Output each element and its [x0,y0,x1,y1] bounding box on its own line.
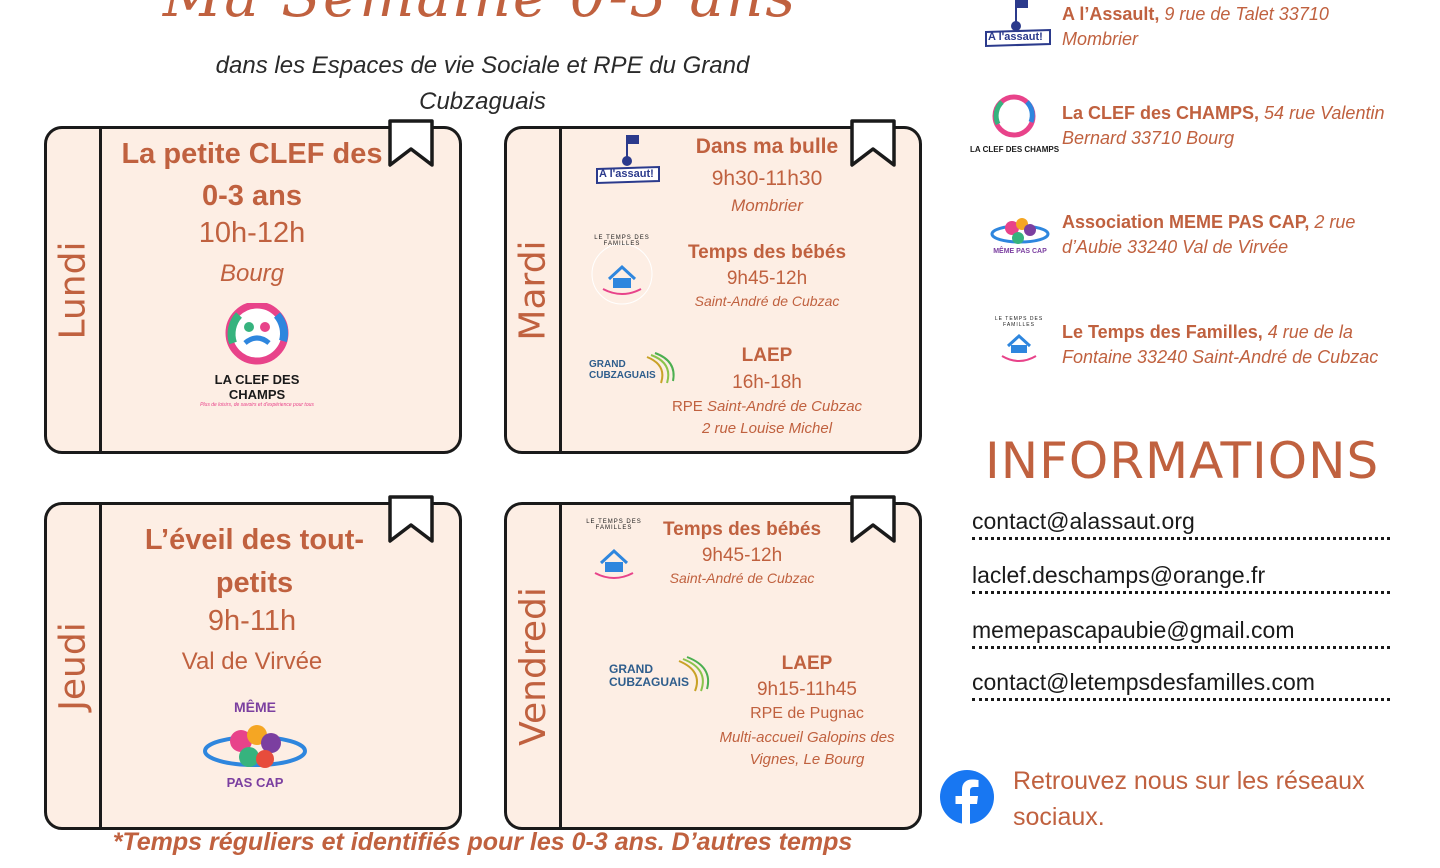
grand-cubzaguais-logo: GRAND CUBZAGUAIS [589,351,679,387]
event-name: La petite CLEF des 0-3 ans [121,138,383,212]
cubzaguais-logo-text: GRAND CUBZAGUAIS [589,359,656,381]
event-hours: 9h45-12h [701,545,783,566]
card-spine [559,505,562,827]
event-place: Saint-André de Cubzac [669,570,815,586]
cubzaguais-logo-text: GRAND CUBZAGUAIS [609,662,689,689]
temps-des-familles-logo: LE TEMPS DES FAMILLES [589,235,655,307]
bookmark-icon [388,119,434,167]
email-link-alassaut[interactable]: contact@alassaut.org [972,508,1390,540]
clef-logo-text: LA CLEF DES CHAMPS [214,372,300,402]
email-link-tempsdesfamilles[interactable]: contact@letempsdesfamilles.com [972,669,1390,701]
temps-des-familles-logo: LE TEMPS DES FAMILLES [579,519,649,593]
day-label-jeudi: Jeudi [52,621,94,711]
meme-pas-cap-logo: MÊME PAS CAP [988,204,1052,262]
event-hours: 16h-18h [732,372,802,393]
email-link-memepascap[interactable]: memepascapaubie@gmail.com [972,617,1390,649]
event-address: 2 rue Louise Michel [701,420,833,437]
event-hours: 9h-11h [207,605,297,637]
event-address: Multi-accueil Galopins des Vignes, Le Bo… [719,729,895,768]
meme-logo-top: MÊME [234,699,276,715]
temps-logo-text: LE TEMPS DES FAMILLES [586,519,642,531]
event-place: Val de Virvée [181,648,323,675]
bookmark-icon [388,495,434,543]
page-subtitle: dans les Espaces de vie Sociale et RPE d… [215,52,750,115]
card-lundi: Lundi La petite CLEF des 0-3 ans 10h-12h… [44,119,462,454]
structure-meme-pas-cap: Association MEME PAS CAP, 2 rue d’Aubie … [1062,212,1356,257]
structure-clef-des-champs: La CLEF des CHAMPS, 54 rue Valentin Bern… [1062,103,1385,148]
card-spine [99,129,102,451]
structure-alassaut: A l’Assault, 9 rue de Talet 33710 Mombri… [1062,4,1329,49]
informations-title: INFORMATIONS [985,432,1380,490]
card-vendredi: Vendredi LE TEMPS DES FAMILLES Temps des… [504,495,922,830]
email-link-clef[interactable]: laclef.deschamps@orange.fr [972,562,1390,594]
event-hours: 9h30-11h30 [711,167,823,190]
event-name: L’éveil des tout-petits [144,524,365,599]
footnote: *Temps réguliers et identifiés pour les … [112,828,853,856]
bookmark-icon [850,119,896,167]
alassaut-logo: A l'assaut! [982,0,1054,50]
event-hours: 10h-12h [198,217,306,249]
clef-logo-text: LA CLEF DES CHAMPS [970,145,1060,154]
meme-pas-cap-logo: MÊME PAS CAP [197,699,313,797]
temps-des-familles-logo: LE TEMPS DES FAMILLES [990,314,1048,372]
card-jeudi: Jeudi L’éveil des tout-petits 9h-11h Val… [44,495,462,830]
social-text: Retrouvez nous sur les réseaux sociaux. [1013,767,1365,831]
temps-logo-text: LE TEMPS DES FAMILLES [994,316,1044,328]
bookmark-icon [850,495,896,543]
alassaut-logo: A l'assaut! [593,133,663,185]
clef-logo-tagline: Plus de loisirs, de savoirs et d'expérie… [200,402,314,408]
event-hours: 9h15-11h45 [756,679,858,700]
facebook-icon[interactable] [940,770,994,824]
alassaut-logo-text: A l'assaut! [988,31,1043,43]
day-label-lundi: Lundi [52,241,94,339]
event-name: Temps des bébés [662,519,822,540]
alassaut-logo-text: A l'assaut! [599,168,654,180]
card-mardi: Mardi A l'assaut! Dans ma bulle 9h30-11h… [504,119,922,454]
hands-icon [990,218,1050,244]
event-name: LAEP [781,653,833,674]
hands-icon [203,725,307,768]
event-name: LAEP [741,345,793,366]
grand-cubzaguais-logo: GRAND CUBZAGUAIS [609,655,719,695]
event-place: Saint-André de Cubzac [694,293,840,309]
event-place: RPE de Pugnac [750,705,864,722]
event-place: Mombrier [731,196,803,215]
event-name: Temps des bébés [687,242,847,263]
day-label-vendredi: Vendredi [512,586,554,746]
clef-des-champs-logo: LA CLEF DES CHAMPS Plus de loisirs, de s… [187,301,327,408]
event-place: Bourg [219,260,285,287]
structure-temps-des-familles: Le Temps des Familles, 4 rue de la Fonta… [1062,322,1379,367]
clef-des-champs-logo: LA CLEF DES CHAMPS [970,94,1060,160]
clef-des-champs-icon [225,301,289,365]
meme-logo-bottom: PAS CAP [226,775,284,790]
temps-logo-text: LE TEMPS DES FAMILLES [594,235,650,247]
event-place: RPE Saint-André de Cubzac [671,398,863,415]
event-hours: 9h45-12h [726,268,808,289]
card-spine [559,129,562,451]
day-label-mardi: Mardi [512,239,554,341]
card-spine [99,505,102,827]
meme-logo-text: MÊME PAS CAP [993,248,1047,255]
page-title: Ma Semaine 0-3 ans [60,0,900,30]
event-name: Dans ma bulle [695,135,839,158]
